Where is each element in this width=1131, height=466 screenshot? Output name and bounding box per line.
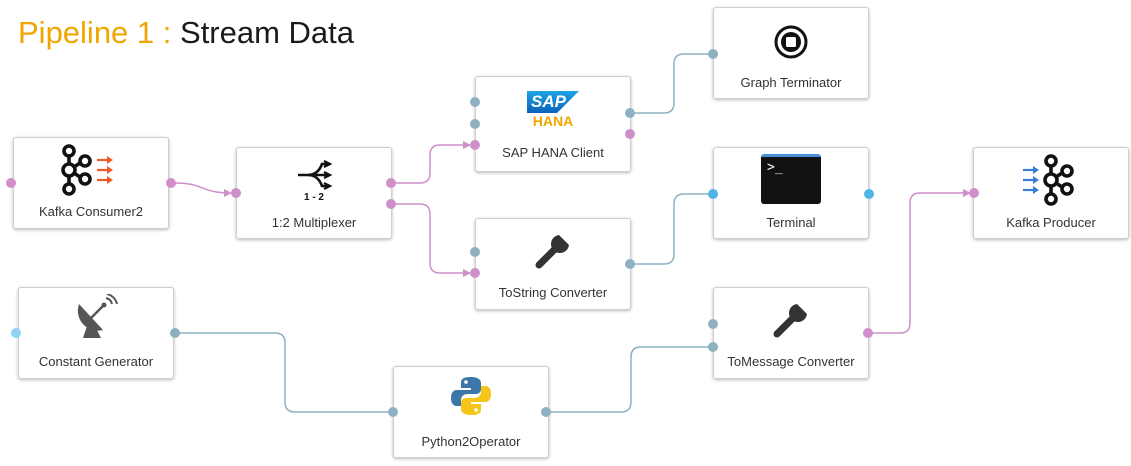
multiplexer-input-port[interactable]: [231, 188, 241, 198]
pipeline-number: Pipeline 1 :: [18, 15, 172, 50]
python-icon: [451, 377, 491, 415]
wrench-icon: [773, 304, 807, 338]
tostring-output-port[interactable]: [625, 259, 635, 269]
link-multiplexer-to-tostring[interactable]: [396, 203, 471, 277]
kafka-producer-node[interactable]: Kafka Producer: [973, 147, 1129, 239]
tostring-node[interactable]: ToString Converter: [475, 218, 631, 310]
constant-generator-output-port[interactable]: [170, 328, 180, 338]
node-label: Kafka Producer: [1006, 215, 1096, 230]
node-label: SAP HANA Client: [502, 145, 604, 160]
node-label: ToString Converter: [498, 285, 608, 300]
python-output-port[interactable]: [541, 407, 551, 417]
kafka-consumer-node[interactable]: Kafka Consumer2: [13, 137, 169, 229]
tostring-input-port-1[interactable]: [470, 247, 480, 257]
node-label: Python2Operator: [421, 434, 521, 449]
terminal-input-port[interactable]: [708, 189, 718, 199]
stop-icon: [774, 25, 808, 59]
sap-hana-icon: SAP HANA: [527, 91, 579, 129]
kafka-consumer-input-port[interactable]: [6, 178, 16, 188]
python-node[interactable]: Python2Operator: [393, 366, 549, 458]
multiplexer-icon: [298, 160, 333, 190]
python-input-port[interactable]: [388, 407, 398, 417]
terminal-node[interactable]: >_ Terminal: [713, 147, 869, 239]
link-tostring-to-terminal[interactable]: [631, 193, 711, 265]
multiplexer-ratio-label: 1 - 2: [303, 192, 324, 203]
kafka-consumer-icon: [61, 144, 113, 196]
wrench-icon: [535, 235, 569, 269]
terminal-icon: >_: [761, 154, 821, 204]
sap-hana-input-port-2[interactable]: [470, 119, 480, 129]
link-multiplexer-to-sap-hana[interactable]: [396, 141, 471, 184]
hana-logo-text: HANA: [532, 113, 574, 129]
pipeline-title: Pipeline 1 : Stream Data: [18, 10, 354, 56]
sap-hana-input-port-3[interactable]: [470, 140, 480, 150]
node-label: Kafka Consumer2: [38, 204, 144, 219]
tomessage-output-port[interactable]: [863, 328, 873, 338]
kafka-consumer-output-port[interactable]: [166, 178, 176, 188]
kafka-producer-icon: [1023, 154, 1074, 206]
node-label: 1:2 Multiplexer: [271, 215, 357, 230]
node-label: Terminal: [766, 215, 816, 230]
node-label: Constant Generator: [38, 354, 154, 369]
link-constant-to-python[interactable]: [175, 332, 391, 413]
link-tomessage-to-producer[interactable]: [869, 189, 971, 334]
node-label: ToMessage Converter: [727, 354, 855, 369]
multiplexer-node[interactable]: 1 - 2 1:2 Multiplexer: [236, 147, 392, 239]
sap-hana-output-port-1[interactable]: [625, 108, 635, 118]
tomessage-input-port-2[interactable]: [708, 342, 718, 352]
constant-generator-node[interactable]: Constant Generator: [18, 287, 174, 379]
satellite-dish-icon: [77, 294, 118, 338]
terminal-prompt: >_: [767, 160, 783, 175]
graph-terminator-input-port[interactable]: [708, 49, 718, 59]
terminal-output-port[interactable]: [864, 189, 874, 199]
pipeline-name: Stream Data: [180, 15, 355, 50]
sap-hana-output-port-2[interactable]: [625, 129, 635, 139]
graph-terminator-node[interactable]: Graph Terminator: [713, 7, 869, 99]
sap-hana-node[interactable]: SAP HANA SAP HANA Client: [475, 76, 631, 172]
link-python-to-tomessage[interactable]: [546, 346, 711, 413]
kafka-producer-input-port[interactable]: [969, 188, 979, 198]
sap-hana-input-port-1[interactable]: [470, 97, 480, 107]
link-sap-hana-to-terminator[interactable]: [631, 53, 711, 114]
node-label: Graph Terminator: [740, 75, 842, 90]
tomessage-node[interactable]: ToMessage Converter: [713, 287, 869, 379]
constant-generator-input-port[interactable]: [11, 328, 21, 338]
multiplexer-output-port-2[interactable]: [386, 199, 396, 209]
link-kafka-to-multiplexer[interactable]: [174, 182, 232, 197]
tomessage-input-port-1[interactable]: [708, 319, 718, 329]
multiplexer-output-port-1[interactable]: [386, 178, 396, 188]
tostring-input-port-2[interactable]: [470, 268, 480, 278]
sap-logo-text: SAP: [531, 92, 566, 111]
